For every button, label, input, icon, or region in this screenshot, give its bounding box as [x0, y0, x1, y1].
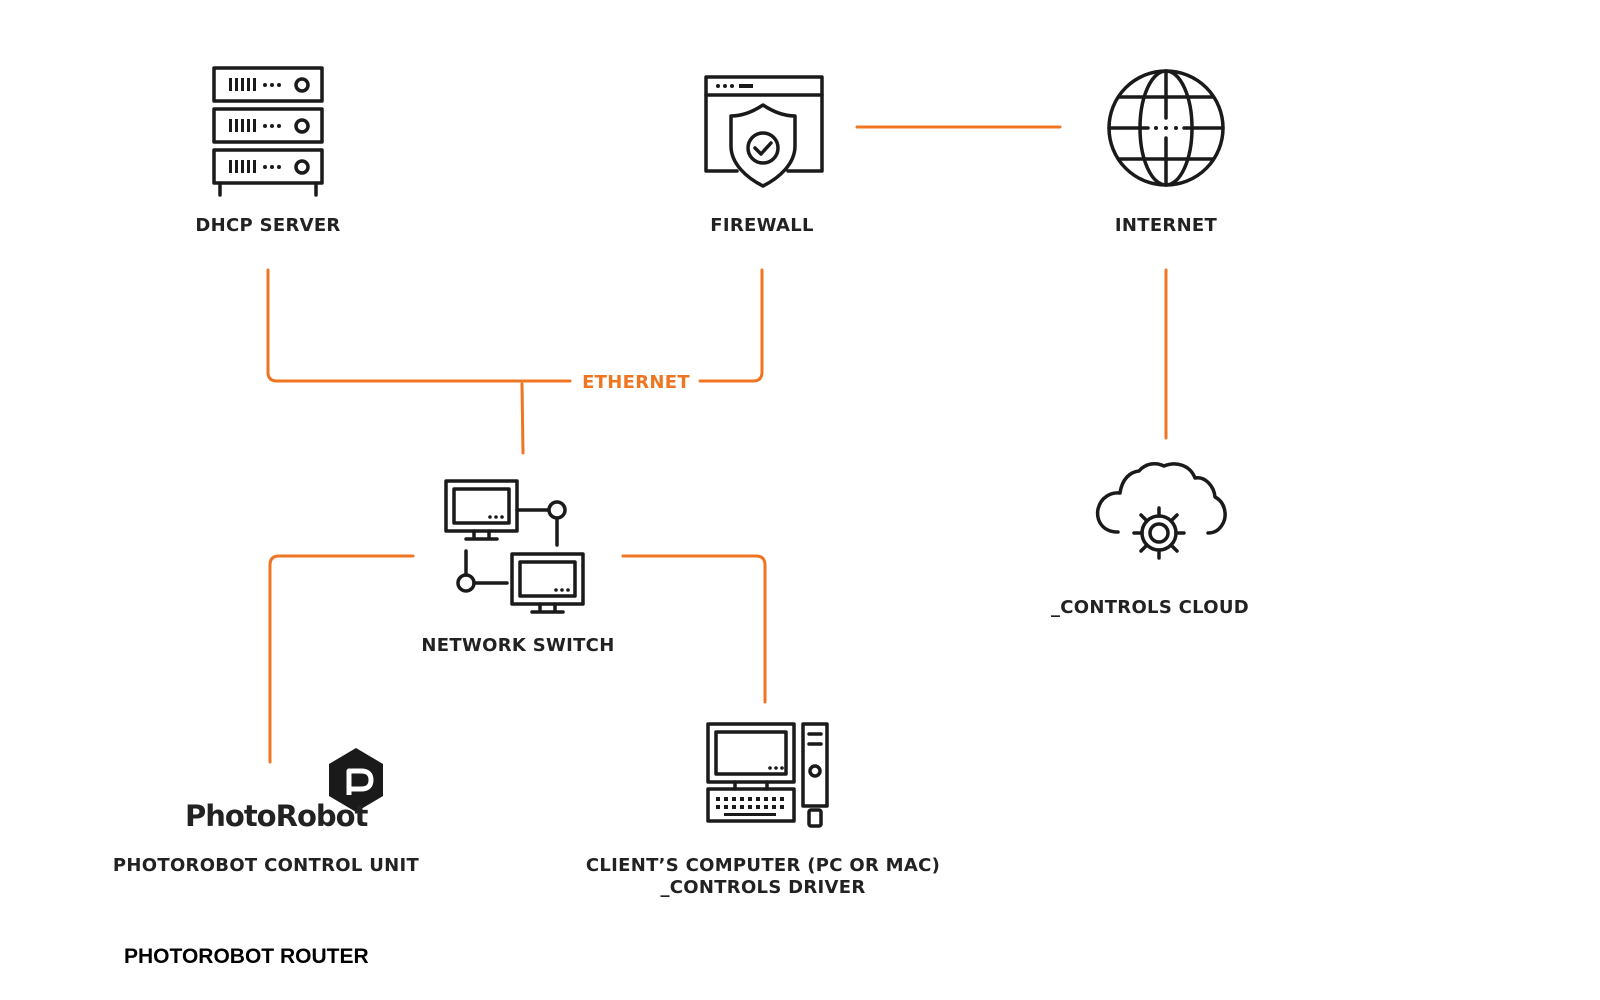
wire-ethernet-to-switch: [520, 382, 525, 455]
controls-driver-label: _CONTROLS DRIVER: [660, 877, 865, 898]
ethernet-label: ETHERNET: [582, 372, 690, 393]
wire-switch-to-computer: [621, 554, 767, 704]
network-switch-icon: [444, 479, 585, 614]
cloud-gear-icon: [1095, 461, 1227, 560]
network-switch-label: NETWORK SWITCH: [421, 635, 614, 656]
desktop-computer-icon: [706, 722, 829, 828]
server-rack-icon: [212, 66, 324, 197]
photorobot-logo-icon: [329, 748, 383, 812]
internet-label: INTERNET: [1115, 215, 1218, 236]
clients-computer-label: CLIENT’S COMPUTER (PC OR MAC): [586, 855, 940, 876]
photorobot-logo-text: PhotoRobot: [185, 799, 369, 833]
controls-cloud-label: _CONTROLS CLOUD: [1051, 597, 1249, 618]
connector-lines: [266, 125, 1168, 764]
wire-firewall-to-ethernet: [698, 268, 764, 383]
photorobot-router-title: PHOTOROBOT ROUTER: [124, 945, 369, 968]
photorobot-control-unit-label: PHOTOROBOT CONTROL UNIT: [113, 855, 420, 876]
wire-dhcp-to-ethernet: [266, 268, 572, 383]
globe-icon: [1107, 69, 1225, 187]
dhcp-server-label: DHCP SERVER: [195, 215, 340, 236]
firewall-shield-icon: [704, 75, 824, 188]
firewall-label: FIREWALL: [710, 215, 813, 236]
wire-switch-to-photorobot: [268, 554, 415, 764]
